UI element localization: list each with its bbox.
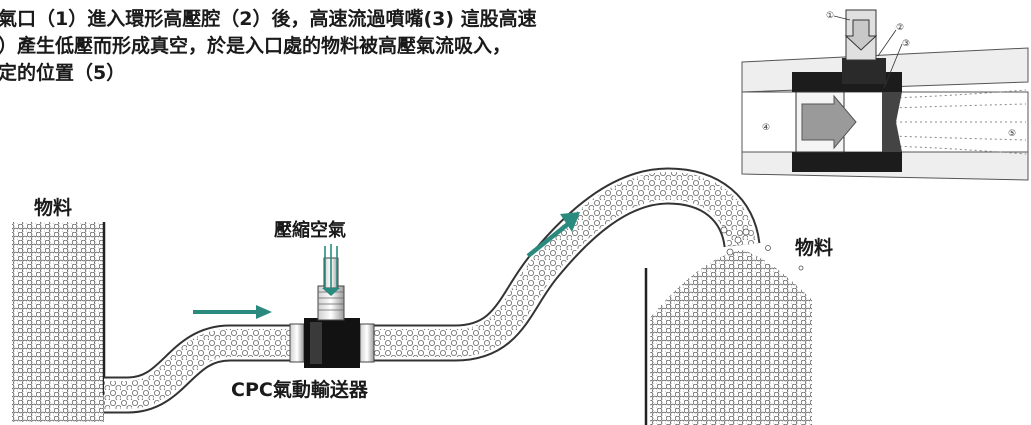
inset-callout-5: ⑤ [1008,129,1016,139]
compressed-air-label: 壓縮空氣 [274,220,346,241]
description-line-2: ）產生低壓而形成真空，於是入口處的物料被高壓氣流吸入， [0,35,512,57]
inset-callout-3: ③ [902,39,910,49]
inset-nozzle-detail: ① ② ③ ④ ⑤ [741,9,1029,181]
material-left-label: 物料 [34,197,73,219]
air-arrow-head [322,288,340,296]
inset-callout-2: ② [896,23,904,33]
left-material-pile [12,222,106,422]
flow-arrow-diagonal [526,212,580,258]
cpc-conveyor-device [289,257,375,368]
conveying-pipe [104,167,761,414]
description-line-1: 氣口（1）進入環形高壓腔（2）後，高速流過噴嘴(3) 這股高速 [0,8,537,30]
description-line-3: 定的位置（5） [0,62,126,84]
inset-callout-1: ① [826,11,834,21]
inset-callout-4: ④ [762,123,770,133]
flow-arrow-horizontal [193,305,272,319]
cpc-conveyor-label: CPC氣動輸送器 [231,379,368,401]
air-inlet-arrows [324,244,338,290]
material-right-label: 物料 [795,237,834,259]
right-receiving-bin [644,226,812,425]
